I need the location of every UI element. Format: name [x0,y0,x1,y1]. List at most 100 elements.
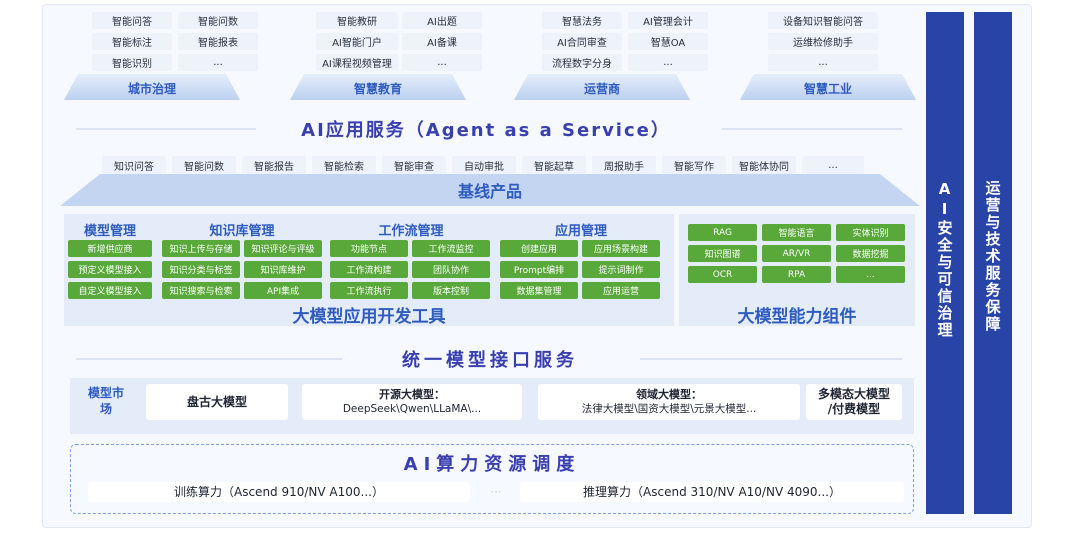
scenario-item: ... [178,54,258,71]
inference-compute: 推理算力（Ascend 310/NV A10/NV 4090...） [520,482,904,502]
dev-tools-item: 知识搜索与检索 [162,282,240,299]
baseline-item: 智能起草 [522,156,586,174]
baseline-label: 基线产品 [457,182,522,201]
interface-rule-left [76,358,342,360]
scenario-item: 智能问数 [178,12,258,29]
scenario-item: ... [628,54,708,71]
capability-item: 知识图谱 [688,245,757,262]
model-box-line2: /付费模型 [827,402,881,416]
scenario-item: ... [768,54,878,71]
model-box: 领域大模型： 法律大模型\国资大模型\元景大模型... [538,384,800,420]
dev-tools-item: 提示词制作 [582,261,660,278]
scenario-item: AI管理会计 [628,12,708,29]
model-box-line2: DeepSeek\Qwen\LLaMA\... [342,403,482,415]
scenario-label: 智慧教育 [353,82,402,96]
scenario-item: 智慧OA [628,33,708,50]
model-box-line2: 法律大模型\国资大模型\元景大模型... [581,403,757,415]
model-box: 盘古大模型 [146,384,288,420]
model-box-line1: 盘古大模型 [186,394,247,409]
capability-item: ... [836,266,905,283]
baseline-item: 智能检索 [312,156,376,174]
baseline-item: 知识问答 [102,156,166,174]
scenario-item: 设备知识智能问答 [768,12,878,29]
dev-tools-item: 功能节点 [330,240,408,257]
scenario-base [740,74,916,100]
aas-title: AI应用服务（Agent as a Service） [301,120,671,141]
baseline-item: ... [802,156,864,174]
model-box: 开源大模型： DeepSeek\Qwen\LLaMA\... [302,384,522,420]
dev-tools-label: 大模型应用开发工具 [292,307,446,327]
interface-rule-right [640,358,902,360]
dev-tools-item: Prompt编排 [500,261,578,278]
dev-tools-item: 知识分类与标签 [162,261,240,278]
capability-item: 实体识别 [836,224,905,241]
capability-item: 数据挖掘 [836,245,905,262]
compute-panel [70,444,914,514]
capability-item: AR/VR [762,245,831,262]
scenario-base [64,74,240,100]
dev-tools-item: 创建应用 [500,240,578,257]
dev-tools-item: 新增供应商 [68,240,152,257]
dev-tools-item: 工作流监控 [412,240,490,257]
model-box-line1: 多模态大模型 [817,387,890,401]
scenario-item: AI出题 [402,12,482,29]
scenario-item: 智能问答 [92,12,172,29]
model-market-label: 模型市场 [87,386,124,416]
dev-tools-item: 知识上传与存储 [162,240,240,257]
scenario-item: 流程数字分身 [542,54,622,71]
scenario-item: 智能标注 [92,33,172,50]
dev-tools-item: 版本控制 [412,282,490,299]
model-box-line1: 开源大模型： [379,388,445,401]
compute-title: AI算力资源调度 [403,454,581,475]
dev-tools-group-title: 应用管理 [554,224,607,239]
dev-tools-group-title: 工作流管理 [378,224,444,239]
baseline-item: 智能写作 [662,156,726,174]
baseline-item: 周报助手 [592,156,656,174]
model-box-line1: 领域大模型： [636,388,702,401]
dev-tools-group-title: 模型管理 [83,224,136,239]
dev-tools-item: 工作流构建 [330,261,408,278]
dev-tools-item: 知识库维护 [244,261,322,278]
scenario-item: AI合同审查 [542,33,622,50]
scenario-item: 智能识别 [92,54,172,71]
capability-item: 智能语言 [762,224,831,241]
capability-item: OCR [688,266,757,283]
baseline-band [60,174,920,206]
model-box: 多模态大模型/付费模型 [806,384,902,420]
dev-tools-group-title: 知识库管理 [209,224,275,239]
capability-item: RAG [688,224,757,241]
capability-item: RPA [762,266,831,283]
dev-tools-item: 自定义模型接入 [68,282,152,299]
compute-gap-dots: ··· [490,485,502,499]
scenario-item: AI智能门户 [316,33,398,50]
baseline-item: 自动审批 [452,156,516,174]
dev-tools-item: 应用场景构建 [582,240,660,257]
scenario-item: AI备课 [402,33,482,50]
scenario-item: 智能报表 [178,33,258,50]
scenario-item: 运维检修助手 [768,33,878,50]
training-compute: 训练算力（Ascend 910/NV A100...） [88,482,470,502]
baseline-item: 智能问数 [172,156,236,174]
scenario-label: 智慧工业 [803,82,852,96]
side-bar-operations: 运营与技术服务保障 [974,12,1012,514]
baseline-item: 智能体协同 [732,156,796,174]
scenario-item: 智能教研 [316,12,398,29]
dev-tools-item: API集成 [244,282,322,299]
interface-title: 统一模型接口服务 [402,350,578,371]
baseline-item: 智能报告 [242,156,306,174]
scenario-item: ... [402,54,482,71]
scenario-item: AI课程视频管理 [316,54,398,71]
scenario-label: 运营商 [583,82,620,96]
dev-tools-item: 团队协作 [412,261,490,278]
title-rule-left [76,128,256,130]
baseline-item: 智能审查 [382,156,446,174]
dev-tools-item: 预定义模型接入 [68,261,152,278]
dev-tools-item: 工作流执行 [330,282,408,299]
side-bar-security: AI安全与可信治理 [926,12,964,514]
dev-tools-item: 知识评论与评级 [244,240,322,257]
title-rule-right [722,128,902,130]
dev-tools-item: 数据集管理 [500,282,578,299]
scenario-item: 智慧法务 [542,12,622,29]
capabilities-label: 大模型能力组件 [737,307,857,327]
dev-tools-item: 应用运营 [582,282,660,299]
